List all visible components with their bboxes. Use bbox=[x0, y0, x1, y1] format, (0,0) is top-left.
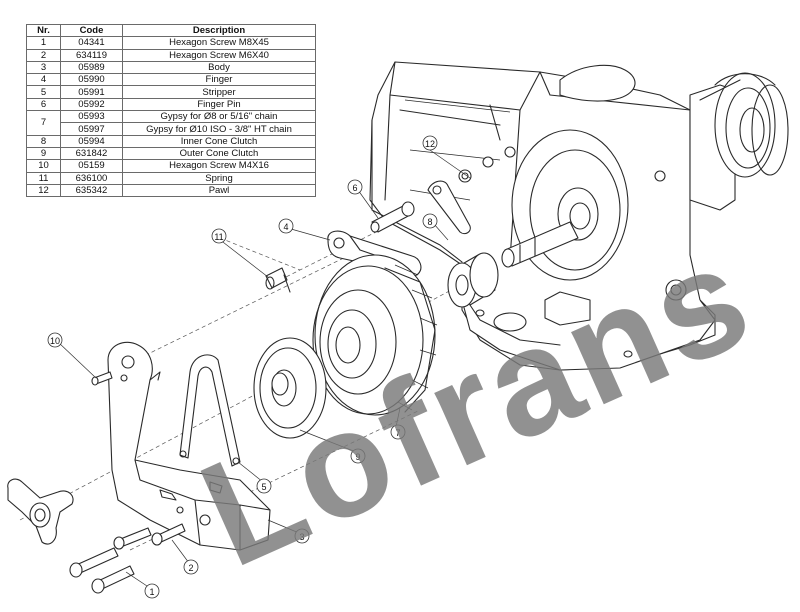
callout-label: 4 bbox=[283, 222, 288, 232]
table-row: 7 05993 Gypsy for Ø8 or 5/16" chain bbox=[26, 110, 316, 136]
cell-code: 05992 bbox=[60, 97, 123, 112]
cell-description: Spring bbox=[122, 171, 316, 185]
cell-code: 05159 bbox=[60, 159, 123, 173]
callout-label: 3 bbox=[299, 532, 304, 542]
cell-description: Hexagon Screw M8X45 bbox=[122, 36, 316, 50]
cell-description: Body bbox=[122, 60, 316, 75]
header-nr: Nr. bbox=[26, 23, 61, 38]
part-2-screws bbox=[113, 523, 186, 550]
table-row: 11 636100 Spring bbox=[26, 171, 316, 185]
callout-label: 6 bbox=[352, 183, 357, 193]
callout-1: 1 bbox=[144, 583, 160, 599]
cell-code: 05990 bbox=[60, 73, 123, 87]
table-row: 3 05989 Body bbox=[26, 60, 316, 75]
cell-nr: 3 bbox=[26, 60, 61, 75]
table-row: 6 05992 Finger Pin bbox=[26, 97, 316, 112]
cell-description: Finger Pin bbox=[122, 97, 316, 112]
cell-code: 631842 bbox=[60, 146, 123, 161]
cell-code: 05991 bbox=[60, 85, 123, 99]
part-1-screws bbox=[69, 547, 135, 594]
main-shaft bbox=[501, 221, 579, 268]
cell-description: Gypsy for Ø8 or 5/16" chain bbox=[122, 110, 316, 124]
cell-nr: 12 bbox=[26, 183, 61, 198]
callout-label: 9 bbox=[355, 452, 360, 462]
table-row: 5 05991 Stripper bbox=[26, 85, 316, 99]
callout-2: 2 bbox=[183, 559, 199, 575]
winch-drum bbox=[689, 72, 789, 211]
callout-label: 11 bbox=[214, 232, 223, 242]
cell-description: Finger bbox=[122, 73, 316, 87]
table-row: 2 634119 Hexagon Screw M6X40 bbox=[26, 48, 316, 62]
cell-code: 635342 bbox=[60, 183, 123, 198]
table-row: 12 635342 Pawl bbox=[26, 183, 316, 198]
callout-11: 11 bbox=[211, 228, 227, 244]
cell-code: 636100 bbox=[60, 171, 123, 185]
cell-nr: 10 bbox=[26, 159, 61, 173]
cell-code: 05994 bbox=[60, 134, 123, 148]
cell-nr: 5 bbox=[26, 85, 61, 99]
cell-description: Gypsy for Ø10 ISO - 3/8" HT chain bbox=[122, 122, 316, 136]
cell-code: 05997 bbox=[60, 122, 123, 136]
callout-8: 8 bbox=[422, 213, 438, 229]
cell-description: Hexagon Screw M4X16 bbox=[122, 159, 316, 173]
part-7-gypsy bbox=[312, 254, 438, 416]
cell-description: Stripper bbox=[122, 85, 316, 99]
wing-nut bbox=[7, 478, 74, 545]
cell-code: 04341 bbox=[60, 36, 123, 50]
cell-nr: 1 bbox=[26, 36, 61, 50]
part-12-pawl bbox=[427, 180, 471, 235]
cell-nr: 7 bbox=[26, 110, 61, 136]
callout-4: 4 bbox=[278, 218, 294, 234]
parts-table: Nr. Code Description 1 04341 Hexagon Scr… bbox=[26, 23, 316, 198]
header-code: Code bbox=[60, 23, 123, 38]
callout-label: 5 bbox=[261, 482, 266, 492]
cell-code: 05989 bbox=[60, 60, 123, 75]
cell-nr: 6 bbox=[26, 97, 61, 112]
callout-7: 7 bbox=[390, 424, 406, 440]
cell-nr: 4 bbox=[26, 73, 61, 87]
cell-code: 634119 bbox=[60, 48, 123, 62]
cell-description: Pawl bbox=[122, 183, 316, 198]
callout-9: 9 bbox=[350, 448, 366, 464]
part-9-outer-cone-clutch bbox=[253, 337, 327, 439]
callout-label: 7 bbox=[395, 428, 400, 438]
callout-5: 5 bbox=[256, 478, 272, 494]
callout-10: 10 bbox=[47, 332, 63, 348]
cell-description: Outer Cone Clutch bbox=[122, 146, 316, 161]
part-5-stripper bbox=[179, 354, 241, 467]
cell-nr: 2 bbox=[26, 48, 61, 62]
part-11-spring bbox=[265, 267, 291, 293]
table-row: 05997 Gypsy for Ø10 ISO - 3/8" HT chain bbox=[27, 122, 316, 136]
callout-6: 6 bbox=[347, 179, 363, 195]
table-row: 10 05159 Hexagon Screw M4X16 bbox=[26, 159, 316, 173]
table-row: 4 05990 Finger bbox=[26, 73, 316, 87]
callout-label: 10 bbox=[50, 336, 60, 346]
cell-nr: 8 bbox=[26, 134, 61, 148]
cell-nr: 11 bbox=[26, 171, 61, 185]
callout-label: 2 bbox=[188, 563, 193, 573]
callout-12: 12 bbox=[422, 135, 438, 151]
part-3-body bbox=[107, 341, 271, 551]
callout-label: 1 bbox=[149, 587, 154, 597]
part-6-finger-pin bbox=[370, 201, 415, 233]
cell-code: 05993 bbox=[60, 110, 123, 124]
callout-label: 8 bbox=[427, 217, 432, 227]
cell-description: Inner Cone Clutch bbox=[122, 134, 316, 148]
callout-leaders bbox=[57, 147, 471, 589]
header-description: Description bbox=[122, 23, 316, 38]
callout-3: 3 bbox=[294, 528, 310, 544]
table-row: 1 04341 Hexagon Screw M8X45 bbox=[26, 36, 316, 50]
callout-label: 12 bbox=[425, 139, 435, 149]
cell-nr: 9 bbox=[26, 146, 61, 161]
part-8-inner-cone-clutch bbox=[447, 252, 499, 308]
table-row: 9 631842 Outer Cone Clutch bbox=[26, 146, 316, 161]
cell-description: Hexagon Screw M6X40 bbox=[122, 48, 316, 62]
table-header-row: Nr. Code Description bbox=[26, 23, 316, 38]
table-row: 8 05994 Inner Cone Clutch bbox=[26, 134, 316, 148]
